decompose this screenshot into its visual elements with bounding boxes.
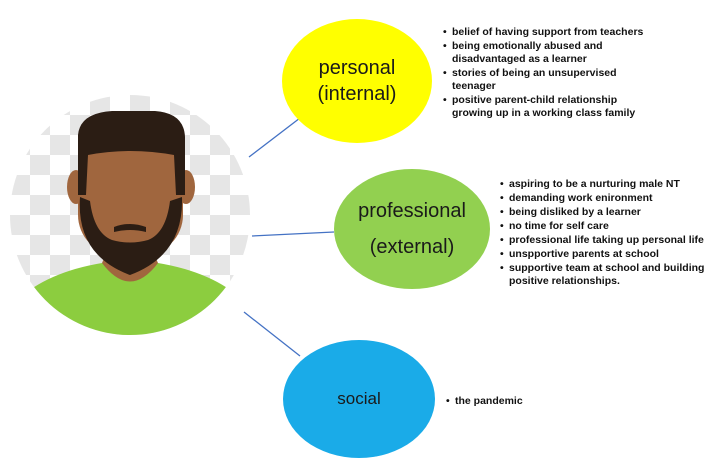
personal-factors-list: belief of having support from teachers b… xyxy=(443,26,703,121)
list-item: aspiring to be a nurturing male NT xyxy=(500,178,712,191)
list-item: being emotionally abused and disadvantag… xyxy=(443,40,703,66)
list-item: positive parent-child relationship growi… xyxy=(443,94,703,120)
professional-node: professional (external) xyxy=(334,169,490,289)
connector-personal xyxy=(248,117,301,158)
personal-node: personal (internal) xyxy=(282,19,432,143)
professional-label: professional (external) xyxy=(358,200,466,258)
personal-label: personal (internal) xyxy=(317,57,397,105)
man-avatar-icon xyxy=(10,95,250,335)
social-factors-list: the pandemic xyxy=(446,395,646,409)
connector-professional xyxy=(251,231,335,237)
list-item: being disliked by a learner xyxy=(500,206,712,219)
social-label: social xyxy=(337,389,381,408)
list-item: belief of having support from teachers xyxy=(443,26,703,39)
connector-social xyxy=(243,311,301,357)
list-item: demanding work enironment xyxy=(500,192,712,205)
list-item: supportive team at school and building p… xyxy=(500,262,712,288)
list-item: unspportive parents at school xyxy=(500,248,712,261)
list-item: no time for self care xyxy=(500,220,712,233)
list-item: the pandemic xyxy=(446,395,646,408)
list-item: stories of being an unsupervised teenage… xyxy=(443,67,703,93)
professional-factors-list: aspiring to be a nurturing male NT deman… xyxy=(500,178,712,289)
social-node: social xyxy=(283,340,435,458)
list-item: professional life taking up personal lif… xyxy=(500,234,712,247)
